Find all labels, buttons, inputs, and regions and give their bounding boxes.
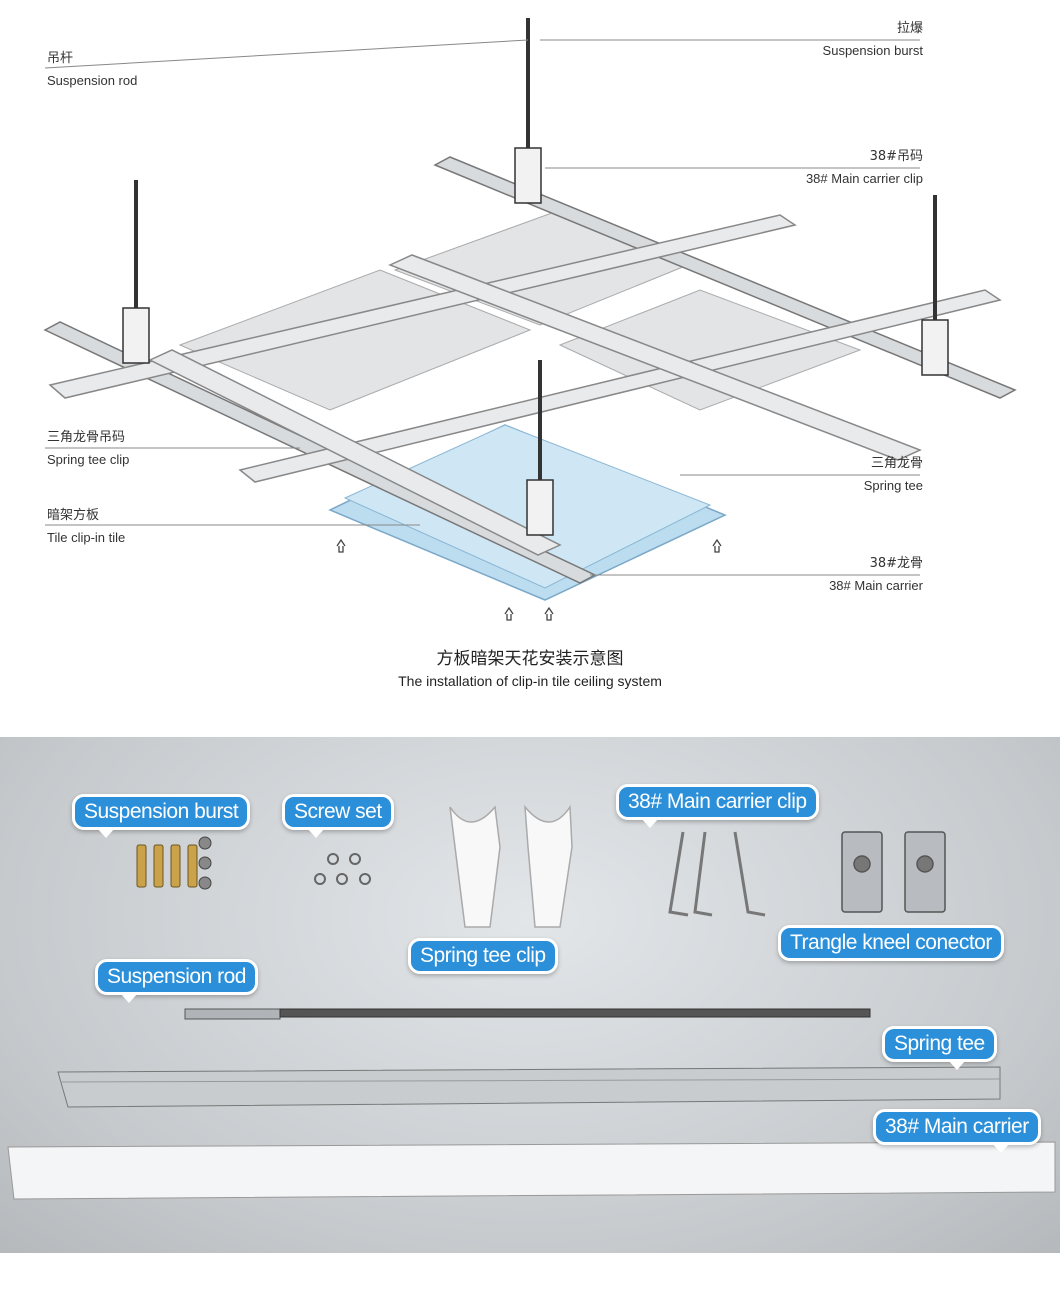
- anchor-nuts: [198, 836, 212, 890]
- grey-tile-panel: [558, 289, 862, 411]
- callout-spring-tee-clip: 三角龙骨吊码 Spring tee clip: [47, 430, 130, 467]
- main-carrier-clip-parts: [668, 831, 766, 917]
- spring-tee-clip-parts: [449, 804, 573, 928]
- suspension-rod-part: [184, 1008, 871, 1020]
- callout-main-carrier-clip: 38#吊码 38# Main carrier clip: [805, 149, 923, 186]
- callout-suspension-rod: 吊杆 Suspension rod: [47, 51, 138, 88]
- badge-main-carrier: 38# Main carrier: [873, 1109, 1041, 1153]
- spring-tee-part: [57, 1066, 1001, 1108]
- badge-triangle-kneel-connector: Trangle kneel conector: [778, 925, 1004, 961]
- badge-spring-tee-clip: Spring tee clip: [408, 938, 558, 974]
- callout-suspension-burst: 拉爆 Suspension burst: [822, 21, 923, 58]
- callout-leaders: [44, 39, 920, 576]
- diagram-caption: 方板暗架天花安装示意图 The installation of clip-in …: [398, 649, 662, 689]
- carrier-clips: [122, 147, 949, 536]
- main-carrier-part: [7, 1141, 1056, 1200]
- ceiling-grid-illustration: [43, 18, 1017, 621]
- badge-main-carrier-clip: 38# Main carrier clip: [616, 784, 819, 828]
- callout-tile-clip-in: 暗架方板 Tile clip-in tile: [47, 508, 126, 545]
- installation-diagram: 吊杆 Suspension rod 拉爆 Suspension burst 38…: [43, 18, 1017, 689]
- callout-main-carrier: 38#龙骨 38# Main carrier: [829, 556, 923, 593]
- screw-set-washers: [314, 853, 371, 885]
- components-illustration: [7, 804, 1056, 1200]
- callout-spring-tee: 三角龙骨 Spring tee: [863, 456, 923, 493]
- badge-suspension-burst: Suspension burst: [72, 794, 251, 838]
- spring-tee-rails: [48, 214, 1002, 556]
- badge-screw-set: Screw set: [282, 794, 394, 838]
- suspension-burst-anchors: [136, 844, 198, 888]
- components-photo: Suspension burst Screw set 38# Main carr…: [0, 737, 1060, 1253]
- badge-suspension-rod: Suspension rod: [95, 959, 258, 1003]
- badge-spring-tee: Spring tee: [882, 1026, 997, 1070]
- triangle-kneel-connector-parts: [841, 831, 946, 913]
- push-up-arrows: [336, 538, 722, 621]
